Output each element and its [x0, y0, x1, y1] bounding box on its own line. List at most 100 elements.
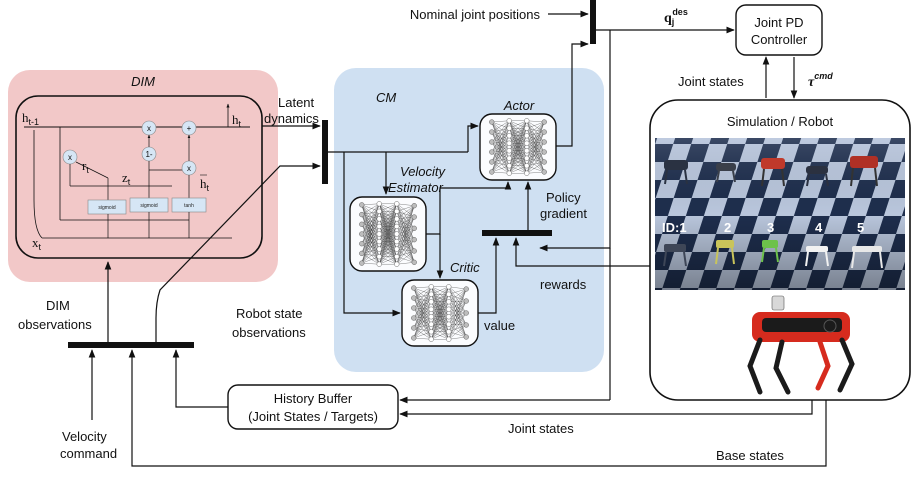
- observation-concat-bar: [68, 342, 194, 348]
- nn-neuron: [428, 284, 434, 290]
- nn-connection: [413, 294, 432, 309]
- nn-connection: [491, 143, 510, 163]
- h-out-label: ht: [232, 112, 242, 129]
- nn-neuron: [376, 231, 382, 237]
- nn-connection: [431, 286, 449, 332]
- joint-states-bottom-label: Joint states: [508, 421, 574, 436]
- to-actor: [467, 122, 479, 152]
- nn-connection: [526, 141, 545, 159]
- nn-connection: [396, 250, 415, 265]
- nn-connection: [526, 150, 545, 163]
- nn-neuron: [411, 285, 417, 291]
- robot-state-arrow: [155, 162, 321, 342]
- nn-connection: [526, 131, 545, 151]
- nn-connection: [413, 286, 432, 329]
- nn-connection: [413, 286, 432, 319]
- nn-connection: [448, 288, 467, 317]
- nn-connection: [379, 203, 397, 242]
- nn-neuron: [411, 335, 417, 341]
- nn-connection: [361, 203, 380, 244]
- nn-connection: [431, 286, 449, 340]
- nn-connection: [448, 286, 467, 338]
- nn-connection: [526, 165, 545, 173]
- dim-block: DIM ht-1 ht xt x rt x 1- zt + x: [8, 70, 278, 282]
- velocity-command-label-2: command: [60, 446, 117, 461]
- nn-connection: [491, 135, 510, 143]
- nn-connection: [396, 228, 415, 265]
- simulation-robot-block: Simulation / Robot ID:1 2 3 4 5: [649, 99, 911, 401]
- sim-robot-b5: [851, 246, 883, 269]
- critic-label: Critic: [450, 260, 480, 275]
- nn-connection: [413, 317, 432, 332]
- actor-label: Actor: [503, 98, 535, 113]
- nn-neuron: [411, 315, 417, 321]
- to-critic: [343, 152, 401, 317]
- nn-connection: [448, 286, 467, 314]
- nn-neuron: [541, 169, 547, 175]
- nn-neuron: [359, 211, 365, 218]
- update-gate-label: zt: [122, 170, 131, 187]
- nn-connection: [361, 226, 380, 235]
- nn-connection: [526, 121, 545, 151]
- nn-neuron: [463, 322, 469, 328]
- sim-robot-b2: [715, 240, 735, 265]
- nn-connection: [431, 286, 449, 302]
- nn-connection: [491, 151, 510, 166]
- nn-neuron: [524, 170, 530, 176]
- nn-connection: [509, 150, 527, 174]
- nn-connection: [361, 233, 380, 257]
- nn-connection: [491, 150, 510, 173]
- nn-connection: [448, 288, 467, 295]
- sim-robot-3: [761, 158, 785, 187]
- robot-id-4: 4: [815, 220, 823, 235]
- nn-neuron: [446, 329, 452, 335]
- nn-neuron: [463, 334, 469, 340]
- nn-connection: [361, 218, 380, 264]
- nn-connection: [491, 150, 510, 153]
- nn-connection: [431, 286, 449, 310]
- nn-neuron: [541, 149, 547, 155]
- nn-connection: [448, 324, 467, 340]
- nn-connection: [361, 218, 380, 254]
- nn-neuron: [394, 246, 400, 252]
- nn-connection: [361, 218, 380, 244]
- nn-connection: [396, 262, 415, 265]
- nn-connection: [396, 205, 415, 212]
- nn-connection: [509, 120, 527, 174]
- nn-connection: [491, 128, 510, 163]
- nn-connection: [413, 317, 432, 325]
- nn-connection: [361, 203, 380, 235]
- rewards-arrow: [512, 237, 650, 267]
- nn-connection: [413, 294, 432, 319]
- nn-connection: [448, 294, 467, 338]
- nn-connection: [361, 226, 380, 254]
- sim-robots-bottom: [663, 240, 883, 269]
- nn-connection: [526, 135, 545, 143]
- nn-connection: [361, 241, 380, 254]
- nn-neuron: [394, 201, 400, 207]
- nn-connection: [526, 121, 545, 166]
- h-prev-label: ht-1: [22, 110, 39, 127]
- nn-neuron: [394, 261, 400, 267]
- nn-connection: [361, 233, 380, 265]
- nn-connection: [491, 121, 510, 144]
- nn-connection: [448, 288, 467, 302]
- nn-connection: [491, 131, 510, 136]
- nn-connection: [413, 316, 432, 319]
- nn-connection: [396, 239, 415, 250]
- sim-robot-2: [716, 163, 736, 183]
- nn-neuron: [489, 129, 495, 135]
- real-robot-illustration: [747, 295, 855, 395]
- nn-connection: [396, 205, 415, 227]
- nn-connection: [413, 301, 432, 339]
- reward-concat-bar: [482, 230, 552, 236]
- nn-neuron: [411, 259, 417, 265]
- nn-connection: [491, 120, 510, 133]
- nn-connection: [526, 120, 545, 123]
- nn-connection: [526, 151, 545, 174]
- nn-connection: [491, 121, 510, 136]
- nn-neuron: [411, 248, 417, 254]
- dim-observations-label-2: observations: [18, 317, 92, 332]
- update-mult-symbol: x: [147, 124, 151, 133]
- nn-connection: [396, 248, 415, 263]
